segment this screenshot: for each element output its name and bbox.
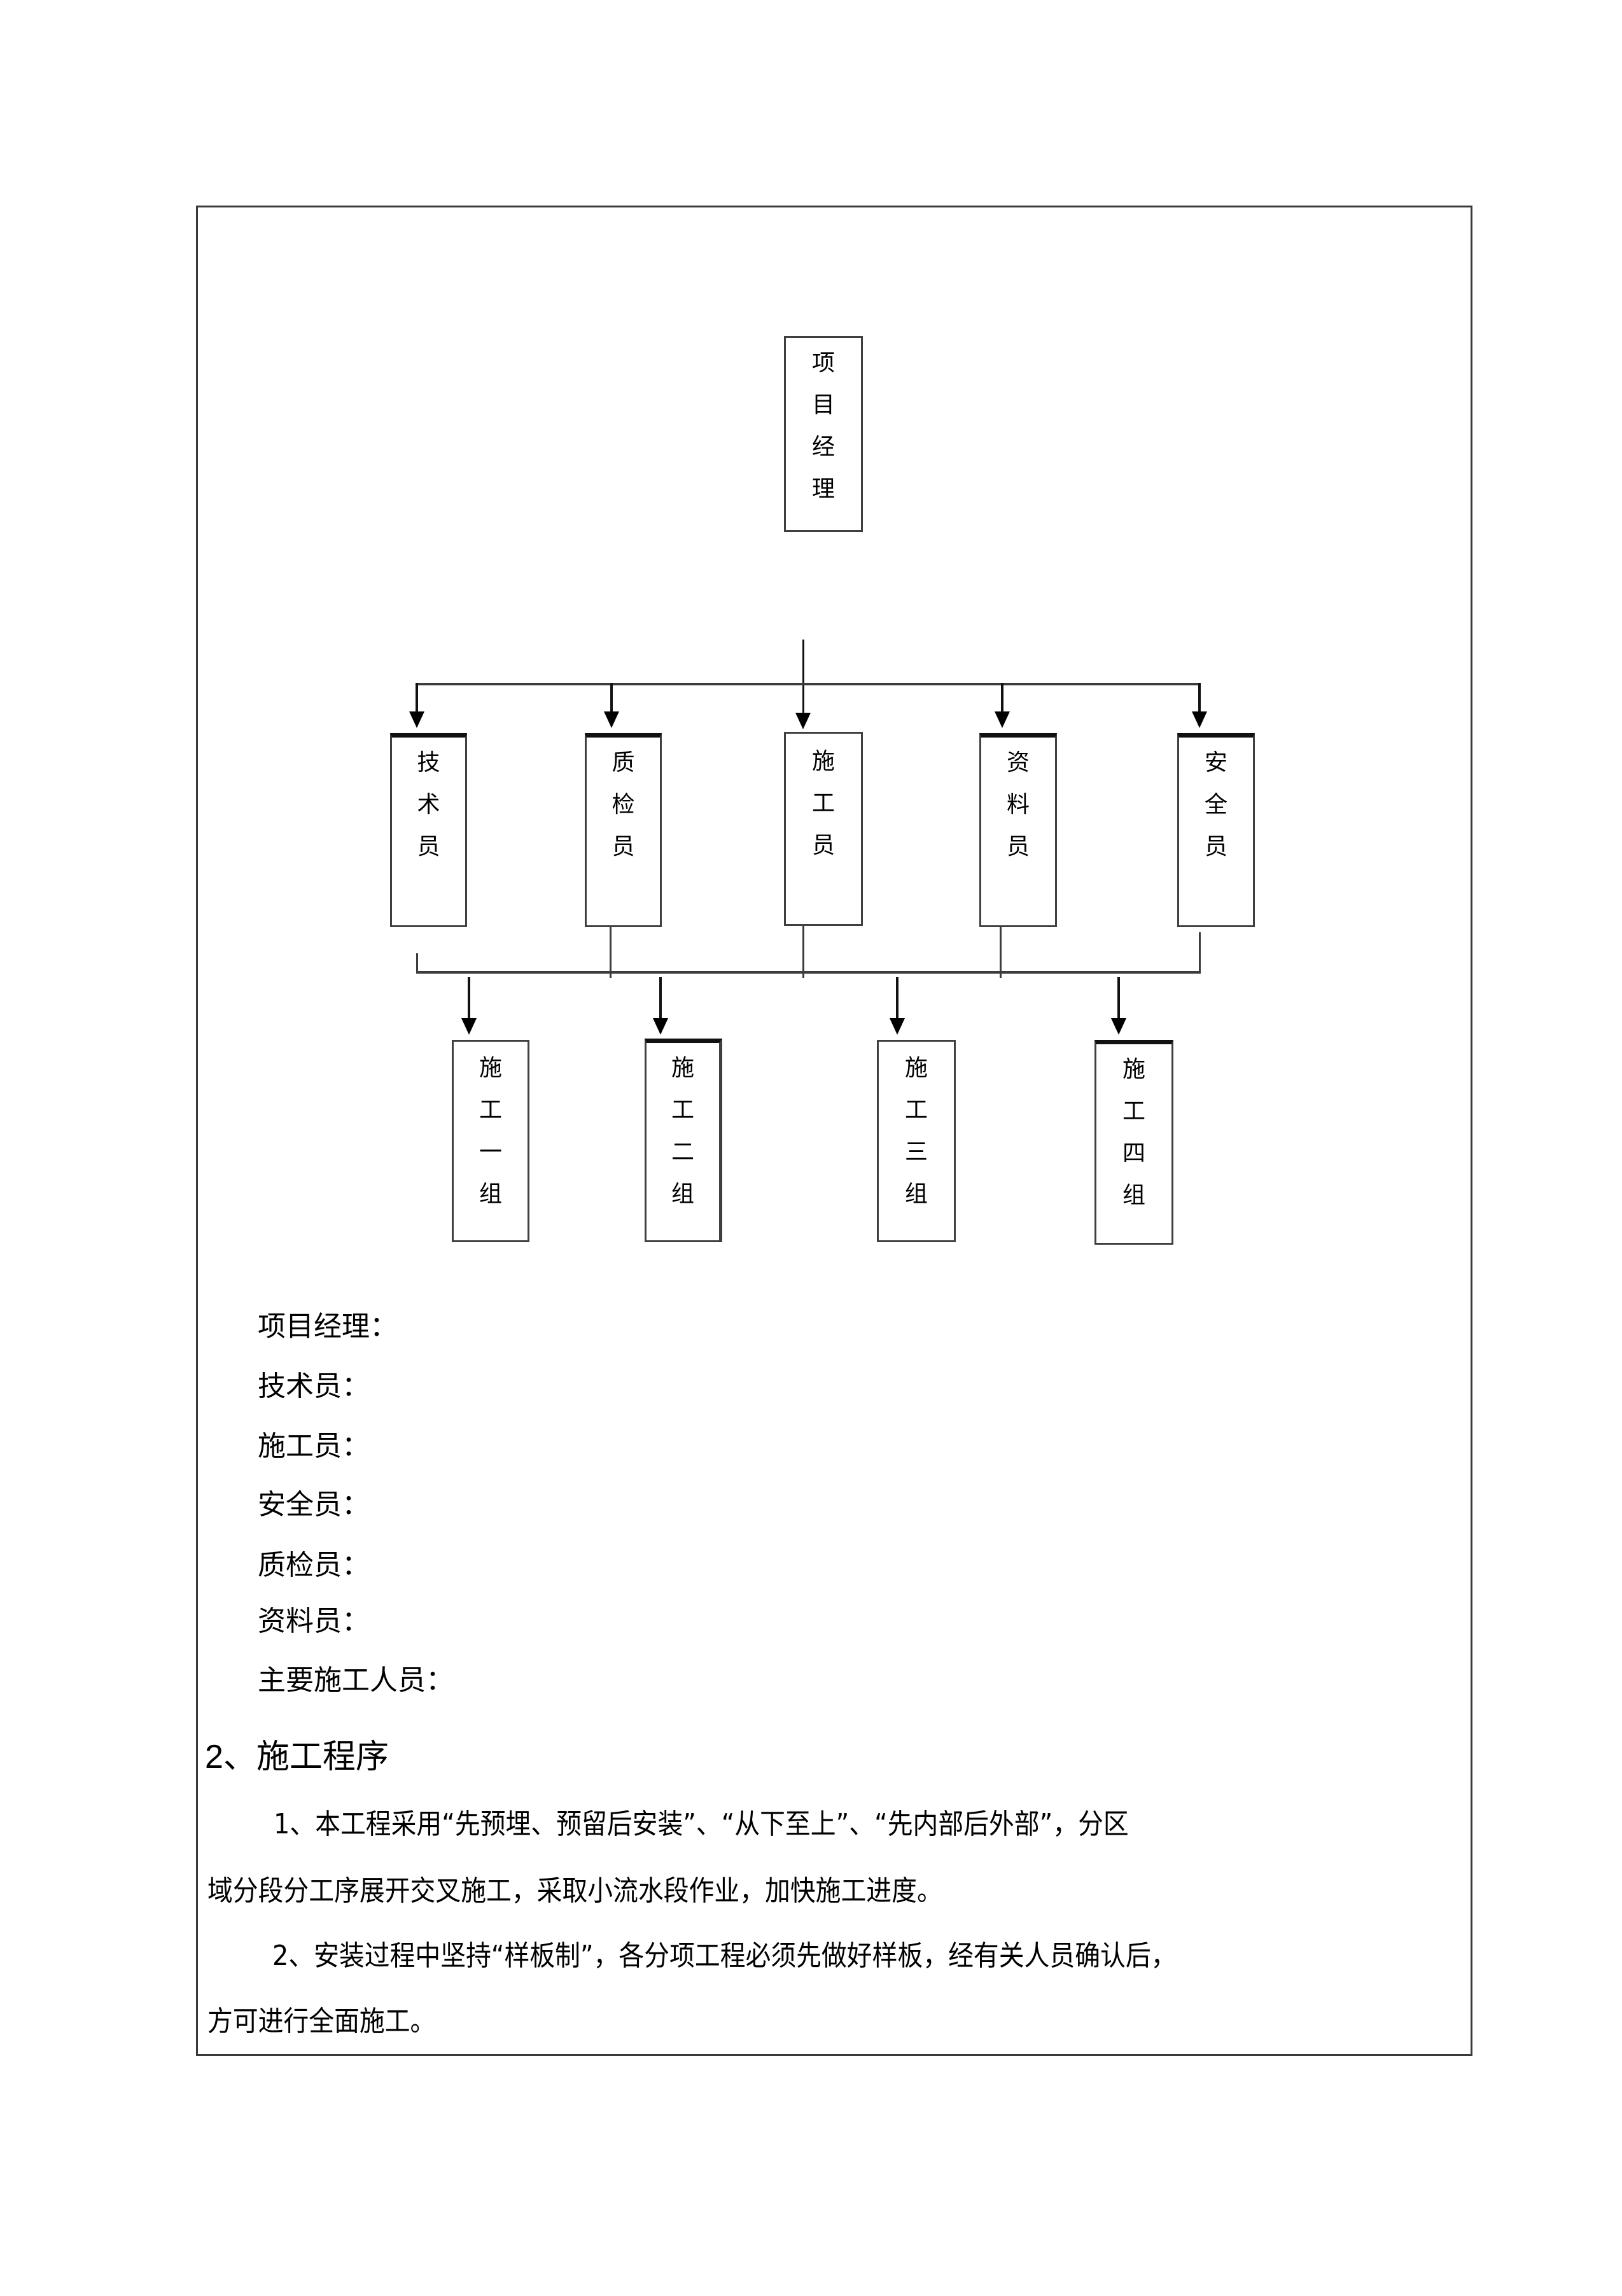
- org-char: 经: [811, 434, 835, 460]
- connector-line: [1199, 932, 1201, 974]
- staff-line-construction: 施工员：: [258, 1430, 370, 1462]
- arrow-down-icon: [461, 1018, 477, 1035]
- arrow-down-icon: [1192, 711, 1207, 728]
- connector-line: [416, 683, 1201, 685]
- connector-line: [610, 926, 612, 978]
- org-char: 组: [904, 1181, 928, 1207]
- connector-line: [802, 640, 804, 716]
- org-box-team4: 施 工 四 组: [1094, 1040, 1173, 1245]
- staff-line-tech: 技术员：: [258, 1370, 370, 1403]
- org-char: 安: [1204, 750, 1227, 776]
- org-char: 理: [811, 476, 835, 502]
- org-char: 全: [1204, 792, 1227, 818]
- arrow-down-icon: [890, 1018, 905, 1035]
- org-char: 施: [904, 1055, 928, 1081]
- org-char: 技: [417, 750, 440, 776]
- connector-line: [610, 683, 613, 715]
- org-char: 员: [612, 834, 635, 860]
- org-char: 资: [1006, 750, 1030, 776]
- arrow-down-icon: [1111, 1018, 1126, 1035]
- org-box-construction: 施 工 员: [784, 732, 863, 926]
- org-box-project-manager: 项 目 经 理: [784, 336, 863, 532]
- paragraph-1-line-2: 域分段分工序展开交叉施工，采取小流水段作业，加快施工进度。: [207, 1875, 942, 1907]
- org-char: 项: [811, 350, 835, 376]
- org-char: 施: [1122, 1056, 1145, 1082]
- connector-line: [1001, 683, 1003, 715]
- org-chart: 项 目 经 理 技 术 员 质 检 员 施 工 员 资 料 员 安 全 员: [390, 336, 1255, 1245]
- paragraph-2-line-1: 2、安装过程中坚持“样板制”，各分项工程必须先做好样板，经有关人员确认后，: [272, 1940, 1177, 1972]
- org-char: 施: [671, 1055, 694, 1081]
- connector-line: [1117, 977, 1120, 1021]
- org-box-safety: 安 全 员: [1177, 733, 1255, 927]
- connector-line: [1198, 683, 1201, 715]
- connector-line: [659, 977, 662, 1021]
- org-char: 工: [904, 1097, 928, 1123]
- page-frame: [196, 206, 1472, 2056]
- org-box-team1: 施 工 一 组: [452, 1040, 529, 1242]
- org-char: 施: [479, 1055, 502, 1081]
- org-char: 三: [904, 1139, 928, 1165]
- org-char: 工: [479, 1097, 502, 1123]
- staff-line-main-workers: 主要施工人员：: [258, 1664, 454, 1697]
- staff-line-safety: 安全员：: [258, 1488, 370, 1521]
- staff-line-qc: 质检员：: [258, 1549, 370, 1581]
- org-char: 工: [811, 790, 835, 816]
- org-box-docs: 资 料 员: [979, 733, 1057, 927]
- org-char: 组: [1122, 1182, 1145, 1208]
- org-char: 四: [1122, 1140, 1145, 1166]
- org-char: 检: [612, 792, 635, 818]
- org-box-tech: 技 术 员: [390, 733, 467, 927]
- org-char: 员: [811, 832, 835, 858]
- connector-line: [416, 683, 418, 715]
- arrow-down-icon: [795, 713, 811, 729]
- connector-line: [802, 926, 804, 978]
- section-heading: 2、施工程序: [205, 1730, 389, 1777]
- org-char: 二: [671, 1139, 694, 1165]
- arrow-down-icon: [409, 711, 424, 728]
- org-char: 组: [479, 1181, 502, 1207]
- connector-line: [1000, 926, 1002, 978]
- org-char: 目: [811, 392, 835, 418]
- section-heading-number: 2、: [205, 1739, 256, 1775]
- staff-line-docs: 资料员：: [258, 1605, 370, 1637]
- connector-line: [416, 971, 1201, 974]
- arrow-down-icon: [653, 1018, 668, 1035]
- arrow-down-icon: [604, 711, 619, 728]
- staff-line-project-manager: 项目经理：: [258, 1310, 398, 1343]
- org-char: 施: [811, 748, 835, 774]
- org-char: 员: [1204, 834, 1227, 860]
- arrow-down-icon: [995, 711, 1010, 728]
- paragraph-1-line-1: 1、本工程采用“先预埋、预留后安装”、“从下至上”、“先内部后外部”，分区: [274, 1808, 1129, 1840]
- paragraph-2-line-2: 方可进行全面施工。: [207, 2005, 436, 2038]
- org-char: 员: [417, 834, 440, 860]
- connector-line: [468, 977, 470, 1021]
- org-char: 工: [1122, 1098, 1145, 1124]
- org-box-team3: 施 工 三 组: [877, 1040, 956, 1242]
- org-char: 工: [671, 1097, 694, 1123]
- org-char: 员: [1006, 834, 1030, 860]
- section-heading-text: 施工程序: [256, 1738, 389, 1776]
- connector-line: [896, 977, 898, 1021]
- org-char: 一: [479, 1139, 502, 1165]
- org-char: 术: [417, 792, 440, 818]
- connector-line: [416, 953, 418, 974]
- org-char: 组: [671, 1181, 694, 1207]
- org-char: 质: [612, 750, 635, 776]
- org-box-team2: 施 工 二 组: [645, 1039, 722, 1242]
- org-box-qc: 质 检 员: [585, 733, 662, 927]
- org-char: 料: [1006, 792, 1030, 818]
